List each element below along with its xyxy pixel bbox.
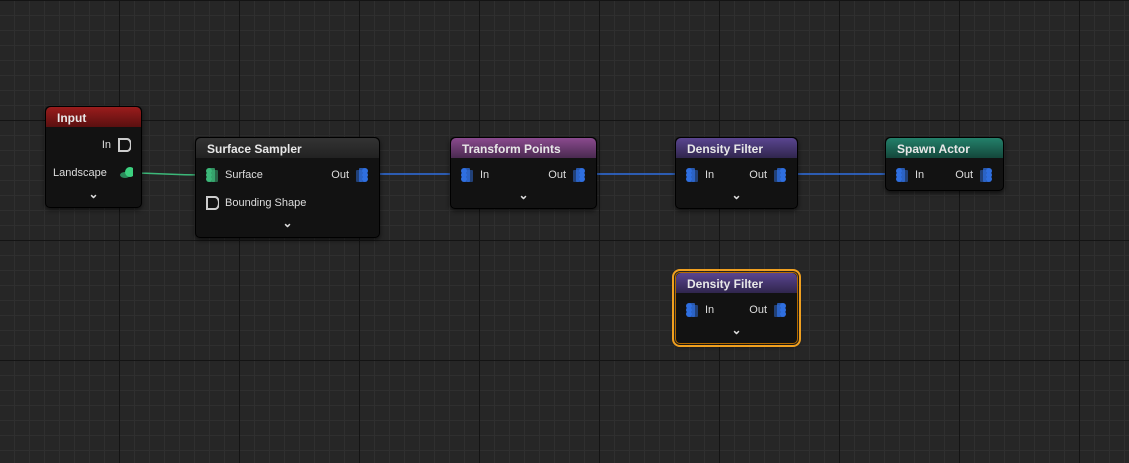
node-title: Input [46,107,141,127]
in-pin-icon[interactable] [460,167,474,183]
in-pin-icon[interactable] [685,302,699,318]
pin-label: Out [749,169,767,181]
bounding-shape-pin-icon[interactable] [205,195,219,211]
pin-label: Out [548,169,566,181]
shape-pin-icon[interactable] [117,137,131,153]
expand-chevron-icon[interactable]: ⌄ [88,187,99,201]
surface-pin-icon[interactable] [205,167,219,183]
pin-label: Out [749,304,767,316]
expand-chevron-icon[interactable]: ⌄ [518,188,529,202]
out-pin-icon[interactable] [355,167,369,183]
pin-label: In [480,169,490,181]
pin-label: In [101,139,111,151]
density-filter-node[interactable]: Density Filter In Out ⌄ [675,137,798,209]
in-pin-icon[interactable] [895,167,909,183]
in-pin-icon[interactable] [685,167,699,183]
out-pin-icon[interactable] [572,167,586,183]
node-title: Spawn Actor [886,138,1003,158]
spawn-actor-node[interactable]: Spawn Actor In Out [885,137,1004,191]
expand-chevron-icon[interactable]: ⌄ [282,216,293,230]
out-pin-icon[interactable] [979,167,993,183]
pin-label: In [705,304,715,316]
out-pin-icon[interactable] [773,302,787,318]
input-node[interactable]: Input In Landscape ⌄ [45,106,142,208]
pin-label: Surface [225,169,263,181]
density-filter-node-selected[interactable]: Density Filter In Out ⌄ [672,269,801,347]
pin-label: In [915,169,925,181]
pin-label: Bounding Shape [225,197,307,209]
node-title: Transform Points [451,138,596,158]
pin-label: In [705,169,715,181]
pin-label: Out [955,169,973,181]
expand-chevron-icon[interactable]: ⌄ [731,188,742,202]
node-title: Surface Sampler [196,138,379,158]
pin-label: Landscape [53,167,107,179]
pin-label: Out [331,169,349,181]
out-pin-icon[interactable] [773,167,787,183]
landscape-pin-icon[interactable] [119,165,133,181]
surface-sampler-node[interactable]: Surface Sampler Surface Out Bounding Sha… [195,137,380,238]
expand-chevron-icon[interactable]: ⌄ [731,323,742,337]
transform-points-node[interactable]: Transform Points In Out ⌄ [450,137,597,209]
node-title: Density Filter [676,273,797,293]
node-title: Density Filter [676,138,797,158]
